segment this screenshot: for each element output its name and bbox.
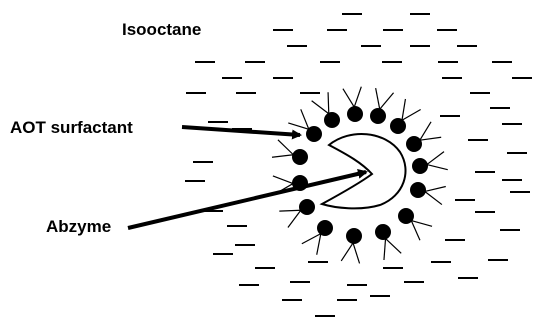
surfactant-head: [324, 112, 340, 128]
surfactant-tail: [301, 109, 309, 129]
surfactant-tail: [341, 243, 353, 261]
surfactant-head: [398, 208, 414, 224]
surfactant-tail: [380, 93, 394, 110]
surfactant-head: [306, 126, 322, 142]
surfactant-tail: [376, 88, 380, 109]
surfactant-tail: [279, 210, 300, 211]
surfactant-tail: [425, 191, 442, 204]
surfactant-tail: [328, 92, 329, 114]
surfactant-tail: [272, 155, 293, 158]
surfactant-head: [346, 228, 362, 244]
surfactant-tail: [302, 234, 321, 244]
isooctane-label: Isooctane: [122, 20, 201, 39]
surfactant-tail: [420, 137, 441, 140]
surfactant-tail: [317, 234, 321, 255]
surfactant-head: [299, 199, 315, 215]
surfactant-head: [370, 108, 386, 124]
surfactant-tail: [343, 89, 354, 107]
isooctane-solvent-dashes: [185, 14, 532, 316]
surfactant-tail: [288, 210, 301, 227]
surfactant-head: [406, 136, 422, 152]
surfactant-tail: [402, 99, 405, 120]
surfactant-head: [375, 224, 391, 240]
surfactant-tail: [312, 101, 329, 114]
surfactant-tail: [273, 176, 293, 184]
surfactant-tail: [420, 122, 431, 140]
surfactant-tail: [425, 186, 446, 191]
surfactant-tail: [402, 110, 421, 121]
surfactant-tail: [353, 243, 360, 264]
surfactant-tail: [354, 87, 361, 107]
surfactant-tail: [411, 221, 432, 227]
surfactant-tail: [427, 165, 448, 170]
surfactant-head: [347, 106, 363, 122]
surfactant-tail: [278, 140, 293, 155]
surfactant-head: [410, 182, 426, 198]
surfactant-head: [317, 220, 333, 236]
surfactant-head: [412, 158, 428, 174]
abzyme-label: Abzyme: [46, 217, 111, 236]
surfactant-head: [292, 149, 308, 165]
surfactant-tail: [384, 239, 386, 260]
surfactant-tail: [411, 221, 420, 241]
surfactant-head: [390, 118, 406, 134]
surfactant-tail: [386, 239, 402, 254]
surfactant-tail: [427, 152, 444, 165]
aot-surfactant-label: AOT surfactant: [10, 118, 133, 137]
surfactant-tail: [288, 123, 309, 129]
